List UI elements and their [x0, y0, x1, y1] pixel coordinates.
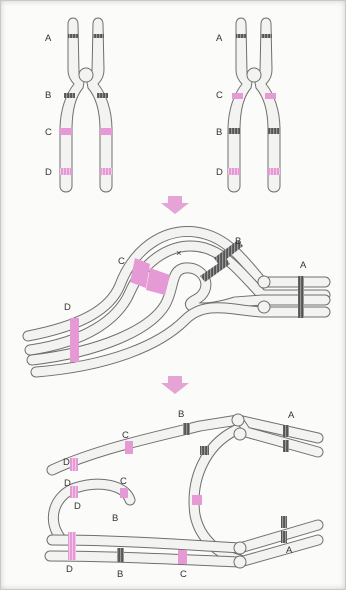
- label-b: B: [178, 409, 184, 420]
- band-a: [93, 34, 104, 38]
- label-d: D: [45, 167, 52, 178]
- band-c: [192, 495, 202, 505]
- band-c: [232, 93, 243, 99]
- label-a: A: [300, 260, 307, 271]
- band-d: [68, 532, 76, 560]
- label-c: C: [118, 256, 125, 267]
- label-d: D: [64, 302, 71, 313]
- band-b: [117, 548, 124, 562]
- band-c: [120, 488, 128, 498]
- band-b: [183, 423, 190, 435]
- band-b: [64, 93, 75, 98]
- band-d: [268, 168, 280, 175]
- band-d: [100, 168, 112, 175]
- band-a: [283, 440, 289, 452]
- band-a: [68, 34, 78, 38]
- label-c: C: [120, 476, 127, 487]
- band-a: [298, 276, 304, 318]
- label-d: D: [74, 501, 81, 512]
- chromosome-normal: [60, 18, 112, 192]
- label-b: B: [235, 236, 241, 247]
- label-b: B: [112, 513, 118, 524]
- label-c: C: [45, 127, 52, 138]
- band-c: [178, 550, 187, 564]
- chromosome-inverted: [228, 18, 280, 192]
- label-b: B: [45, 90, 51, 101]
- band-b: [97, 93, 108, 98]
- label-d: D: [216, 167, 223, 178]
- band-a: [283, 425, 289, 437]
- label-d: D: [63, 457, 70, 468]
- band-d: [70, 486, 78, 498]
- band-b: [200, 446, 209, 455]
- down-arrow-icon: [161, 196, 189, 214]
- crossover-mark-icon: ×: [176, 248, 182, 259]
- band-a: [281, 531, 287, 543]
- band-c: [60, 128, 72, 135]
- panel-3-products: [50, 414, 318, 568]
- label-c: C: [216, 90, 223, 101]
- band-b: [228, 128, 240, 134]
- band-c: [125, 441, 133, 454]
- band-a: [281, 516, 287, 528]
- band-c: [265, 93, 276, 99]
- label-c: C: [122, 430, 129, 441]
- band-b: [268, 128, 280, 134]
- label-d: D: [64, 478, 71, 489]
- label-a: A: [288, 410, 295, 421]
- label-a: A: [216, 33, 223, 44]
- down-arrow-icon: [161, 376, 189, 394]
- label-b: B: [216, 127, 222, 138]
- label-a: A: [45, 33, 52, 44]
- label-b: B: [117, 569, 123, 580]
- band-d: [70, 318, 79, 362]
- band-d: [228, 168, 240, 175]
- band-a: [261, 34, 272, 38]
- label-a: A: [286, 545, 293, 556]
- band-d: [60, 168, 72, 175]
- label-c: C: [180, 569, 187, 580]
- band-a: [236, 34, 246, 38]
- band-c: [100, 128, 112, 135]
- label-d: D: [66, 564, 73, 575]
- band-d: [70, 458, 78, 471]
- panel-1-homologues: A B C D A C B D: [45, 18, 280, 192]
